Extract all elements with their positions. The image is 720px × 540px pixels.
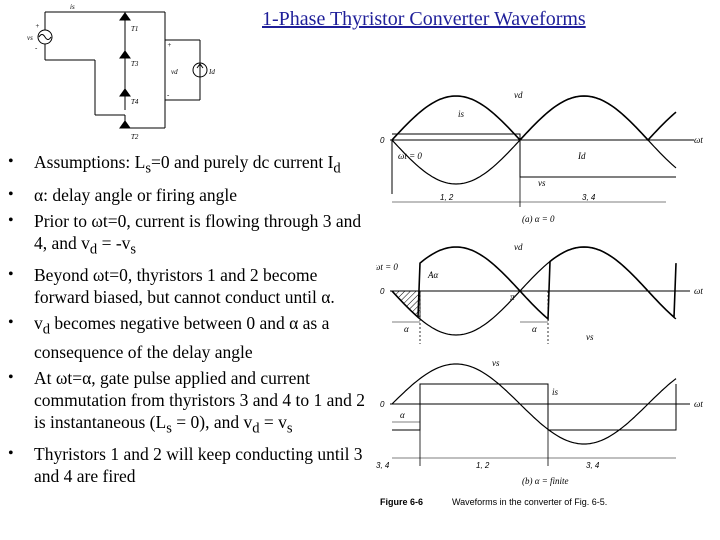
panel-c-label-is: is <box>552 387 559 397</box>
panel-a-label-is: is <box>458 109 465 119</box>
panel-c-label-pos34a: 3, 4 <box>376 461 390 470</box>
panel-c-label-vs: vs <box>492 358 500 368</box>
figure-caption-number: Figure 6-6 <box>380 497 423 507</box>
bullet-item-2: •α: delay angle or firing angle <box>8 184 238 205</box>
panel-c-label-zero: 0 <box>380 400 385 409</box>
panel-a-label-zero: 0 <box>380 136 385 145</box>
figure-caption-text: Waveforms in the converter of Fig. 6-5. <box>452 497 607 507</box>
panel-b-vd-delay <box>390 246 690 344</box>
panel-c-label-omega-t: ωt <box>694 399 703 409</box>
bullet-item-7: •Thyristors 1 and 2 will keep conducting… <box>8 444 363 486</box>
panel-a-label-wt0: ωt = 0 <box>398 151 422 161</box>
panel-a-alpha-zero <box>390 95 694 207</box>
panel-b-label-vd: vd <box>514 242 523 252</box>
circuit-label-minus-right: - <box>167 91 170 99</box>
panel-a-label-id: Id <box>577 151 586 161</box>
bullet-list: •Assumptions: Ls=0 and purely dc current… <box>6 151 376 491</box>
panel-b-label-wt0: ωt = 0 <box>376 262 398 272</box>
converter-waveforms-figure: vd is 0 ωt = 0 ωt Id vs 1, 2 3, 4 (a) α … <box>376 90 703 507</box>
bullet-item-4: •Beyond ωt=0, thyristors 1 and 2 become … <box>8 265 335 307</box>
panel-b-label-pi: π <box>510 292 515 302</box>
panel-c-label-pos34b: 3, 4 <box>586 461 600 470</box>
bullet-item-5: •vd becomes negative between 0 and α as … <box>8 313 330 362</box>
circuit-label-T2: T2 <box>131 133 139 141</box>
thyristor-bridge-circuit-diagram: is vs T1 T3 T4 T2 vd Id + - + - <box>27 3 215 141</box>
panel-a-caption: (a) α = 0 <box>522 214 555 224</box>
panel-a-label-vd: vd <box>514 90 523 100</box>
panel-c-caption: (b) α = finite <box>522 476 569 486</box>
panel-b-label-Aa: Aα <box>427 270 438 280</box>
bullet-item-6: •At ωt=α, gate pulse applied and current… <box>8 367 365 437</box>
panel-c-label-pos12: 1, 2 <box>476 461 490 470</box>
panel-b-label-alpha1: α <box>404 324 409 334</box>
circuit-label-minus-left: - <box>35 44 38 52</box>
bullet-item-1: •Assumptions: Ls=0 and purely dc current… <box>8 152 341 177</box>
circuit-label-plus-right: + <box>167 41 172 49</box>
panel-b-label-vs: vs <box>586 332 594 342</box>
circuit-label-plus-left: + <box>35 22 40 30</box>
circuit-label-vd: vd <box>171 68 178 76</box>
panel-a-label-vs: vs <box>538 178 546 188</box>
panel-c-label-alpha: α <box>400 410 405 420</box>
panel-b-label-zero: 0 <box>380 287 385 296</box>
page-title: 1-Phase Thyristor Converter Waveforms <box>262 8 586 30</box>
panel-c-is-delay <box>390 363 690 466</box>
circuit-label-is: is <box>70 3 75 11</box>
panel-a-label-pos34: 3, 4 <box>582 193 596 202</box>
circuit-label-T4: T4 <box>131 98 139 106</box>
panel-b-label-omega-t: ωt <box>694 286 703 296</box>
circuit-label-Id: Id <box>208 68 215 76</box>
panel-a-label-omega-t: ωt <box>694 135 703 145</box>
circuit-label-T1: T1 <box>131 25 138 33</box>
circuit-label-T3: T3 <box>131 60 139 68</box>
panel-b-label-alpha2: α <box>532 324 537 334</box>
panel-a-label-pos12: 1, 2 <box>440 193 454 202</box>
circuit-label-vs: vs <box>27 34 33 42</box>
bullet-item-3: •Prior to ωt=0, current is flowing throu… <box>8 210 362 258</box>
